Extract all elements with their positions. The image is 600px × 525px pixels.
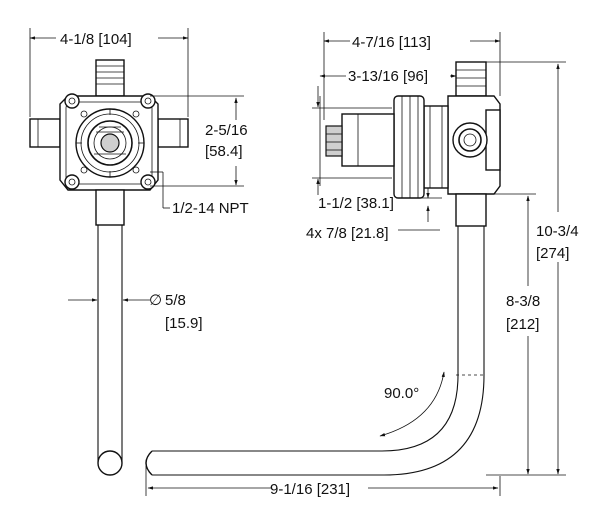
side-length-dimension: 9-1/16 [231] [145, 466, 501, 498]
front-outlet-tube [95, 189, 125, 476]
bend-angle-dimension: 90.0° [379, 371, 445, 437]
cartridge-stem [100, 133, 120, 153]
side-outlet-tube [145, 193, 487, 476]
depth-inner-label: 3-13/16 [96] [348, 68, 428, 85]
side-cartridge-stem [325, 125, 343, 157]
side-tube-height-dimension: 8-3/8 [212] [486, 193, 540, 475]
mounting-ear-top-left [64, 93, 80, 109]
tube-height-imperial: 8-3/8 [506, 293, 540, 310]
bend-angle-label: 90.0° [384, 385, 419, 402]
front-view: 4-1/8 [104] 2-5/16 [58.4] 1/2-14 NPT ∅ 5… [29, 28, 249, 476]
thread-label: 1/2-14 NPT [172, 200, 249, 217]
mounting-plate [423, 105, 449, 189]
side-total-height-dimension: 10-3/4 [274] [486, 61, 579, 476]
side-top-inlet [455, 61, 487, 97]
diameter-metric: [15.9] [165, 315, 203, 332]
mounting-ear-bottom-left [64, 174, 80, 190]
thread-callout: 1/2-14 NPT [150, 171, 249, 217]
length-label: 9-1/16 [231] [270, 481, 350, 498]
right-port [157, 118, 189, 148]
tube-height-metric: [212] [506, 316, 539, 333]
diameter-symbol: ∅ [149, 292, 162, 309]
total-height-metric: [274] [536, 245, 569, 262]
diameter-imperial: 5/8 [165, 292, 186, 309]
total-height-imperial: 10-3/4 [536, 223, 579, 240]
mounting-ear-bottom-right [140, 174, 156, 190]
side-depth-inner-dimension: 3-13/16 [96] [319, 68, 457, 96]
front-height-metric: [58.4] [205, 143, 243, 160]
screw-length-dimension: 4x 7/8 [21.8] [306, 188, 442, 242]
depth-max-label: 4-7/16 [113] [352, 34, 431, 51]
offset-label: 1-1/2 [38.1] [318, 195, 394, 212]
front-width-label: 4-1/8 [104] [60, 31, 132, 48]
mounting-ear-top-right [140, 93, 156, 109]
valve-body [59, 93, 159, 191]
diameter-dimension: ∅ 5/8 [15.9] [68, 292, 203, 332]
cartridge-housing [341, 113, 395, 167]
side-view: 4-7/16 [113] 3-13/16 [96] 1-1/2 [38.1] 4… [145, 32, 579, 498]
side-offset-dimension: 1-1/2 [38.1] [312, 86, 394, 212]
side-valve-body [325, 95, 501, 199]
side-port-opening [452, 122, 488, 158]
front-height-dimension: 2-5/16 [58.4] [150, 95, 248, 187]
screw-label: 4x 7/8 [21.8] [306, 225, 389, 242]
bonnet-flange [393, 95, 425, 199]
front-width-dimension: 4-1/8 [104] [29, 28, 189, 117]
top-inlet-nipple [95, 59, 125, 97]
left-port [29, 118, 61, 148]
front-height-imperial: 2-5/16 [205, 122, 248, 139]
